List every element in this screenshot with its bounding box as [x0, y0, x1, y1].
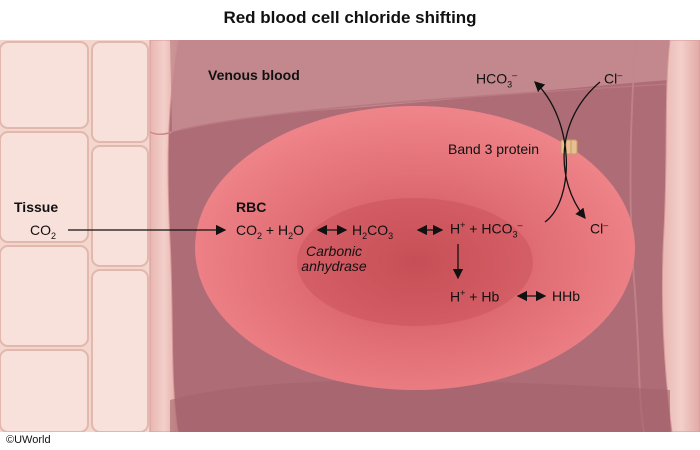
tissue-label: Tissue — [14, 199, 59, 215]
vessel-wall-right — [661, 40, 700, 432]
rbc-co2-h2o: CO2 + H2O — [236, 222, 305, 241]
bicarbonate-exported: HCO3– — [476, 70, 518, 90]
carbonic-acid: H2CO3 — [352, 222, 394, 241]
venous-blood-label: Venous blood — [208, 67, 300, 83]
rbc-label: RBC — [236, 199, 267, 215]
diagram-scene: Venous blood Tissue RBC Band 3 protein C… — [0, 40, 700, 432]
carbonic-anhydrase-label: Carbonic anhydrase — [301, 243, 367, 275]
copyright-notice: ©UWorld — [6, 434, 51, 446]
chloride-outside: Cl– — [604, 70, 623, 87]
band3-protein-label: Band 3 protein — [448, 141, 540, 157]
tissue-cells — [0, 41, 149, 432]
red-blood-cell — [195, 106, 635, 390]
band3-protein-icon — [560, 139, 578, 155]
arrow-hco3-out — [534, 81, 567, 223]
deoxyhemoglobin: HHb — [552, 288, 581, 304]
arrow-cl-in — [563, 81, 601, 220]
tissue-co2: CO2 — [30, 222, 57, 241]
vessel-wall-top — [170, 40, 670, 132]
proton-hemoglobin: H+ + Hb — [450, 288, 500, 305]
chloride-inside: Cl– — [590, 220, 609, 237]
page-title: Red blood cell chloride shifting — [223, 8, 477, 27]
background-illustration — [0, 40, 700, 432]
proton-bicarbonate: H+ + HCO3– — [450, 220, 523, 240]
reaction-arrows — [68, 81, 601, 302]
